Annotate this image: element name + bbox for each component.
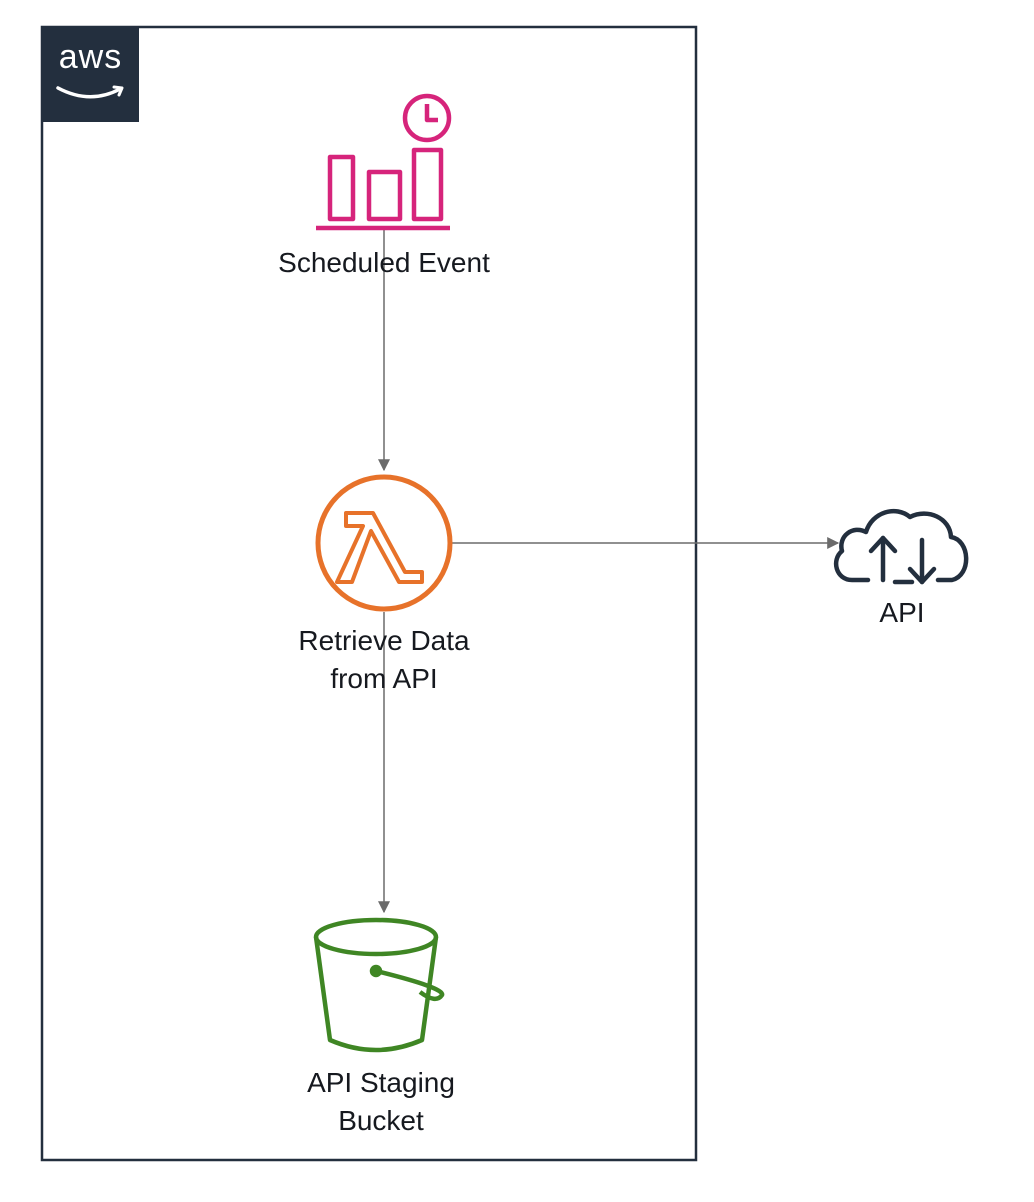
api-label: API xyxy=(842,594,962,632)
aws-cloud-group xyxy=(40,25,698,1162)
lambda-label-line2: from API xyxy=(330,663,438,694)
bucket-label-line2: Bucket xyxy=(338,1105,424,1136)
eventbridge-schedule-icon xyxy=(316,93,452,231)
bucket-label: API Staging Bucket xyxy=(231,1064,531,1140)
s3-bucket-icon xyxy=(313,917,445,1053)
aws-logo: aws xyxy=(42,27,139,122)
bucket-label-line1: API Staging xyxy=(307,1067,455,1098)
amazon-smile-icon xyxy=(56,85,124,99)
lambda-icon xyxy=(315,474,453,612)
scheduled-event-label-text: Scheduled Event xyxy=(278,247,490,278)
lambda-label-line1: Retrieve Data xyxy=(298,625,470,656)
aws-logo-text: aws xyxy=(58,38,123,76)
cloud-upload-download-icon xyxy=(833,508,969,585)
scheduled-event-label: Scheduled Event xyxy=(234,244,534,282)
lambda-label: Retrieve Data from API xyxy=(234,622,534,698)
api-label-text: API xyxy=(879,597,925,628)
